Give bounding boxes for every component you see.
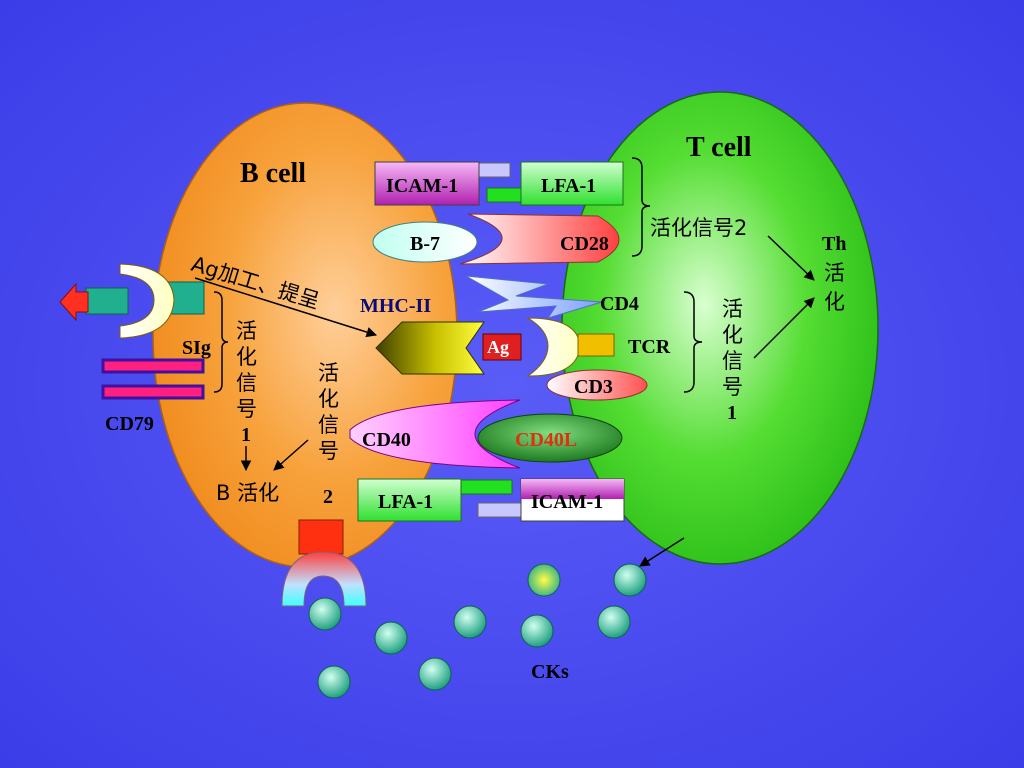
- t-cell-title: T cell: [686, 132, 752, 163]
- sig-label: SIg: [182, 337, 211, 359]
- cd40-label: CD40: [362, 429, 411, 451]
- lfa1-top-label: LFA-1: [541, 175, 596, 197]
- signal2-to-b-arrow: [273, 439, 309, 471]
- signal1-b-char: 化: [236, 345, 257, 369]
- b-activation-label: B 活化: [216, 481, 279, 505]
- signal1-t-char: 信: [722, 349, 743, 373]
- ck-receptor-shape: [281, 551, 367, 607]
- signal1-b-char: 1: [241, 424, 251, 446]
- signal1-t-char: 1: [727, 402, 737, 424]
- signal2-b-char: 化: [318, 387, 339, 411]
- icam1-bottom-connector: [477, 502, 523, 518]
- ag-label: Ag: [487, 337, 509, 357]
- signal2-t-label: 活化信号2: [650, 216, 747, 240]
- icam1-top-box: [374, 161, 480, 206]
- cd28-label: CD28: [560, 233, 609, 255]
- signal2-b-char: 信: [318, 413, 339, 437]
- sig-shape: [119, 263, 175, 339]
- t-to-cks-arrow: [639, 537, 685, 567]
- signal-bolt-icon: [465, 275, 603, 319]
- signal2-to-th-arrow: [767, 235, 815, 281]
- mhc2-shape: [375, 321, 485, 375]
- signal2-b-label: 活 化 信 号 2: [318, 361, 339, 508]
- lfa1-top-box: [520, 161, 624, 206]
- mhc2-label: MHC-II: [360, 295, 431, 317]
- th-activation-char: 活: [824, 261, 845, 285]
- signal2-t-bracket: [631, 157, 651, 257]
- icam1-bottom-label: ICAM-1: [531, 491, 603, 513]
- cytokine-dot: [597, 605, 631, 639]
- signal1-t-char: 号: [722, 375, 743, 399]
- tcr-label: TCR: [628, 336, 671, 358]
- ag-processing-arrow: [194, 277, 378, 338]
- cd79-bar-bottom: [101, 384, 205, 400]
- signal1-b-char: 信: [236, 371, 257, 395]
- icam1-top-label: ICAM-1: [386, 175, 458, 197]
- th-activation-label: Th 活 化: [822, 233, 846, 314]
- ck-receptor-stem: [298, 519, 344, 555]
- cd28-shape: [459, 213, 620, 265]
- signal1-b-char: 活: [236, 319, 257, 343]
- lfa1-bottom-connector: [459, 479, 513, 495]
- cd79-label: CD79: [105, 413, 154, 435]
- ag-box: [482, 333, 522, 361]
- icam1-bottom-stripe: [521, 479, 624, 499]
- signal1-b-label: 活 化 信 号 1: [236, 319, 257, 446]
- cd79-bar-top: [101, 358, 205, 374]
- cd3-shape: [546, 369, 648, 401]
- cd4-label: CD4: [600, 293, 639, 315]
- lfa1-top-connector: [486, 187, 522, 203]
- cytokine-dot: [308, 597, 342, 631]
- signal1-t-char: 活: [722, 297, 743, 321]
- cd40l-shape: [477, 413, 623, 463]
- b7-label: B-7: [410, 233, 440, 255]
- cd40l-label: CD40L: [515, 429, 577, 451]
- cytokine-dot: [520, 614, 554, 648]
- cytokine-dot: [453, 605, 487, 639]
- b-cell-title: B cell: [240, 158, 306, 189]
- cytokine-dot: [613, 563, 647, 597]
- signal2-b-char: 2: [323, 486, 333, 508]
- lfa1-bottom-box: [357, 478, 462, 522]
- th-activation-char: Th: [822, 233, 846, 255]
- signal1-t-label: 活 化 信 号 1: [722, 297, 743, 424]
- signal1-to-th-arrow: [753, 297, 815, 359]
- sig-arrow-icon: [59, 282, 89, 322]
- cytokine-dot: [418, 657, 452, 691]
- b7-shape: [372, 221, 478, 263]
- cytokine-dot: [374, 621, 408, 655]
- tcr-shape: [526, 317, 581, 377]
- tcr-stem: [577, 333, 615, 357]
- cd3-label: CD3: [574, 376, 613, 398]
- cytokine-dot: [317, 665, 351, 699]
- icam1-top-connector: [477, 162, 511, 178]
- signal1-b-bracket: [213, 291, 229, 393]
- cytokine-dot: [527, 563, 561, 597]
- signal2-b-char: 号: [318, 439, 339, 463]
- cd40-shape: [349, 399, 521, 469]
- signal1-b-char: 号: [236, 397, 257, 421]
- sig-antigen-box: [85, 287, 129, 315]
- signal1-t-char: 化: [722, 323, 743, 347]
- th-activation-char: 化: [824, 290, 845, 314]
- signal1-t-bracket: [683, 291, 703, 393]
- cks-label: CKs: [531, 661, 569, 683]
- lfa1-bottom-label: LFA-1: [378, 491, 433, 513]
- signal2-b-char: 活: [318, 361, 339, 385]
- cytokine-group: [308, 563, 647, 699]
